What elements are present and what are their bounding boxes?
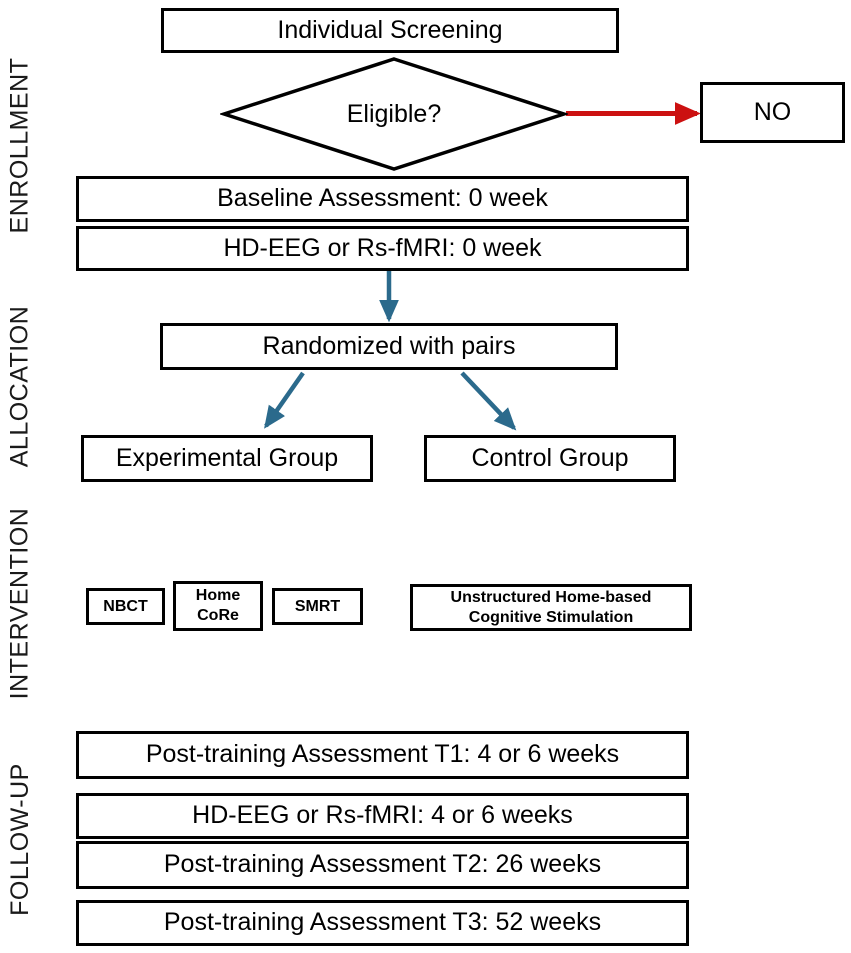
node-individual-screening[interactable]: Individual Screening [161,8,619,53]
arrow-randomized-to-control [460,371,517,431]
node-eligible-decision[interactable]: Eligible? [220,55,568,173]
node-no[interactable]: NO [700,82,845,143]
phase-label-followup-text: FOLLOW-UP [5,762,34,916]
phase-label-allocation: ALLOCATION [0,288,40,484]
phase-label-allocation-text: ALLOCATION [5,305,34,467]
node-smrt[interactable]: SMRT [272,588,363,625]
node-followup-imaging[interactable]: HD-EEG or Rs-fMRI: 4 or 6 weeks [76,793,689,839]
phase-label-enrollment: ENROLLMENT [0,40,40,250]
node-control-group[interactable]: Control Group [424,435,676,482]
node-followup-t2[interactable]: Post-training Assessment T2: 26 weeks [76,841,689,889]
phase-label-followup: FOLLOW-UP [0,733,40,945]
diamond-shape [220,57,568,171]
node-followup-t1[interactable]: Post-training Assessment T1: 4 or 6 week… [76,731,689,779]
node-baseline-imaging[interactable]: HD-EEG or Rs-fMRI: 0 week [76,226,689,271]
phase-label-intervention: INTERVENTION [0,503,40,703]
node-unstructured-stimulation[interactable]: Unstructured Home-based Cognitive Stimul… [410,584,692,631]
phase-label-enrollment-text: ENROLLMENT [5,57,34,233]
node-home-core[interactable]: Home CoRe [173,581,263,631]
phase-label-intervention-text: INTERVENTION [5,507,34,699]
node-experimental-group[interactable]: Experimental Group [81,435,373,482]
arrow-randomized-to-experimental [264,371,305,429]
node-nbct[interactable]: NBCT [86,588,165,625]
node-followup-t3[interactable]: Post-training Assessment T3: 52 weeks [76,900,689,946]
node-randomized[interactable]: Randomized with pairs [160,323,618,370]
node-baseline-assessment[interactable]: Baseline Assessment: 0 week [76,176,689,222]
